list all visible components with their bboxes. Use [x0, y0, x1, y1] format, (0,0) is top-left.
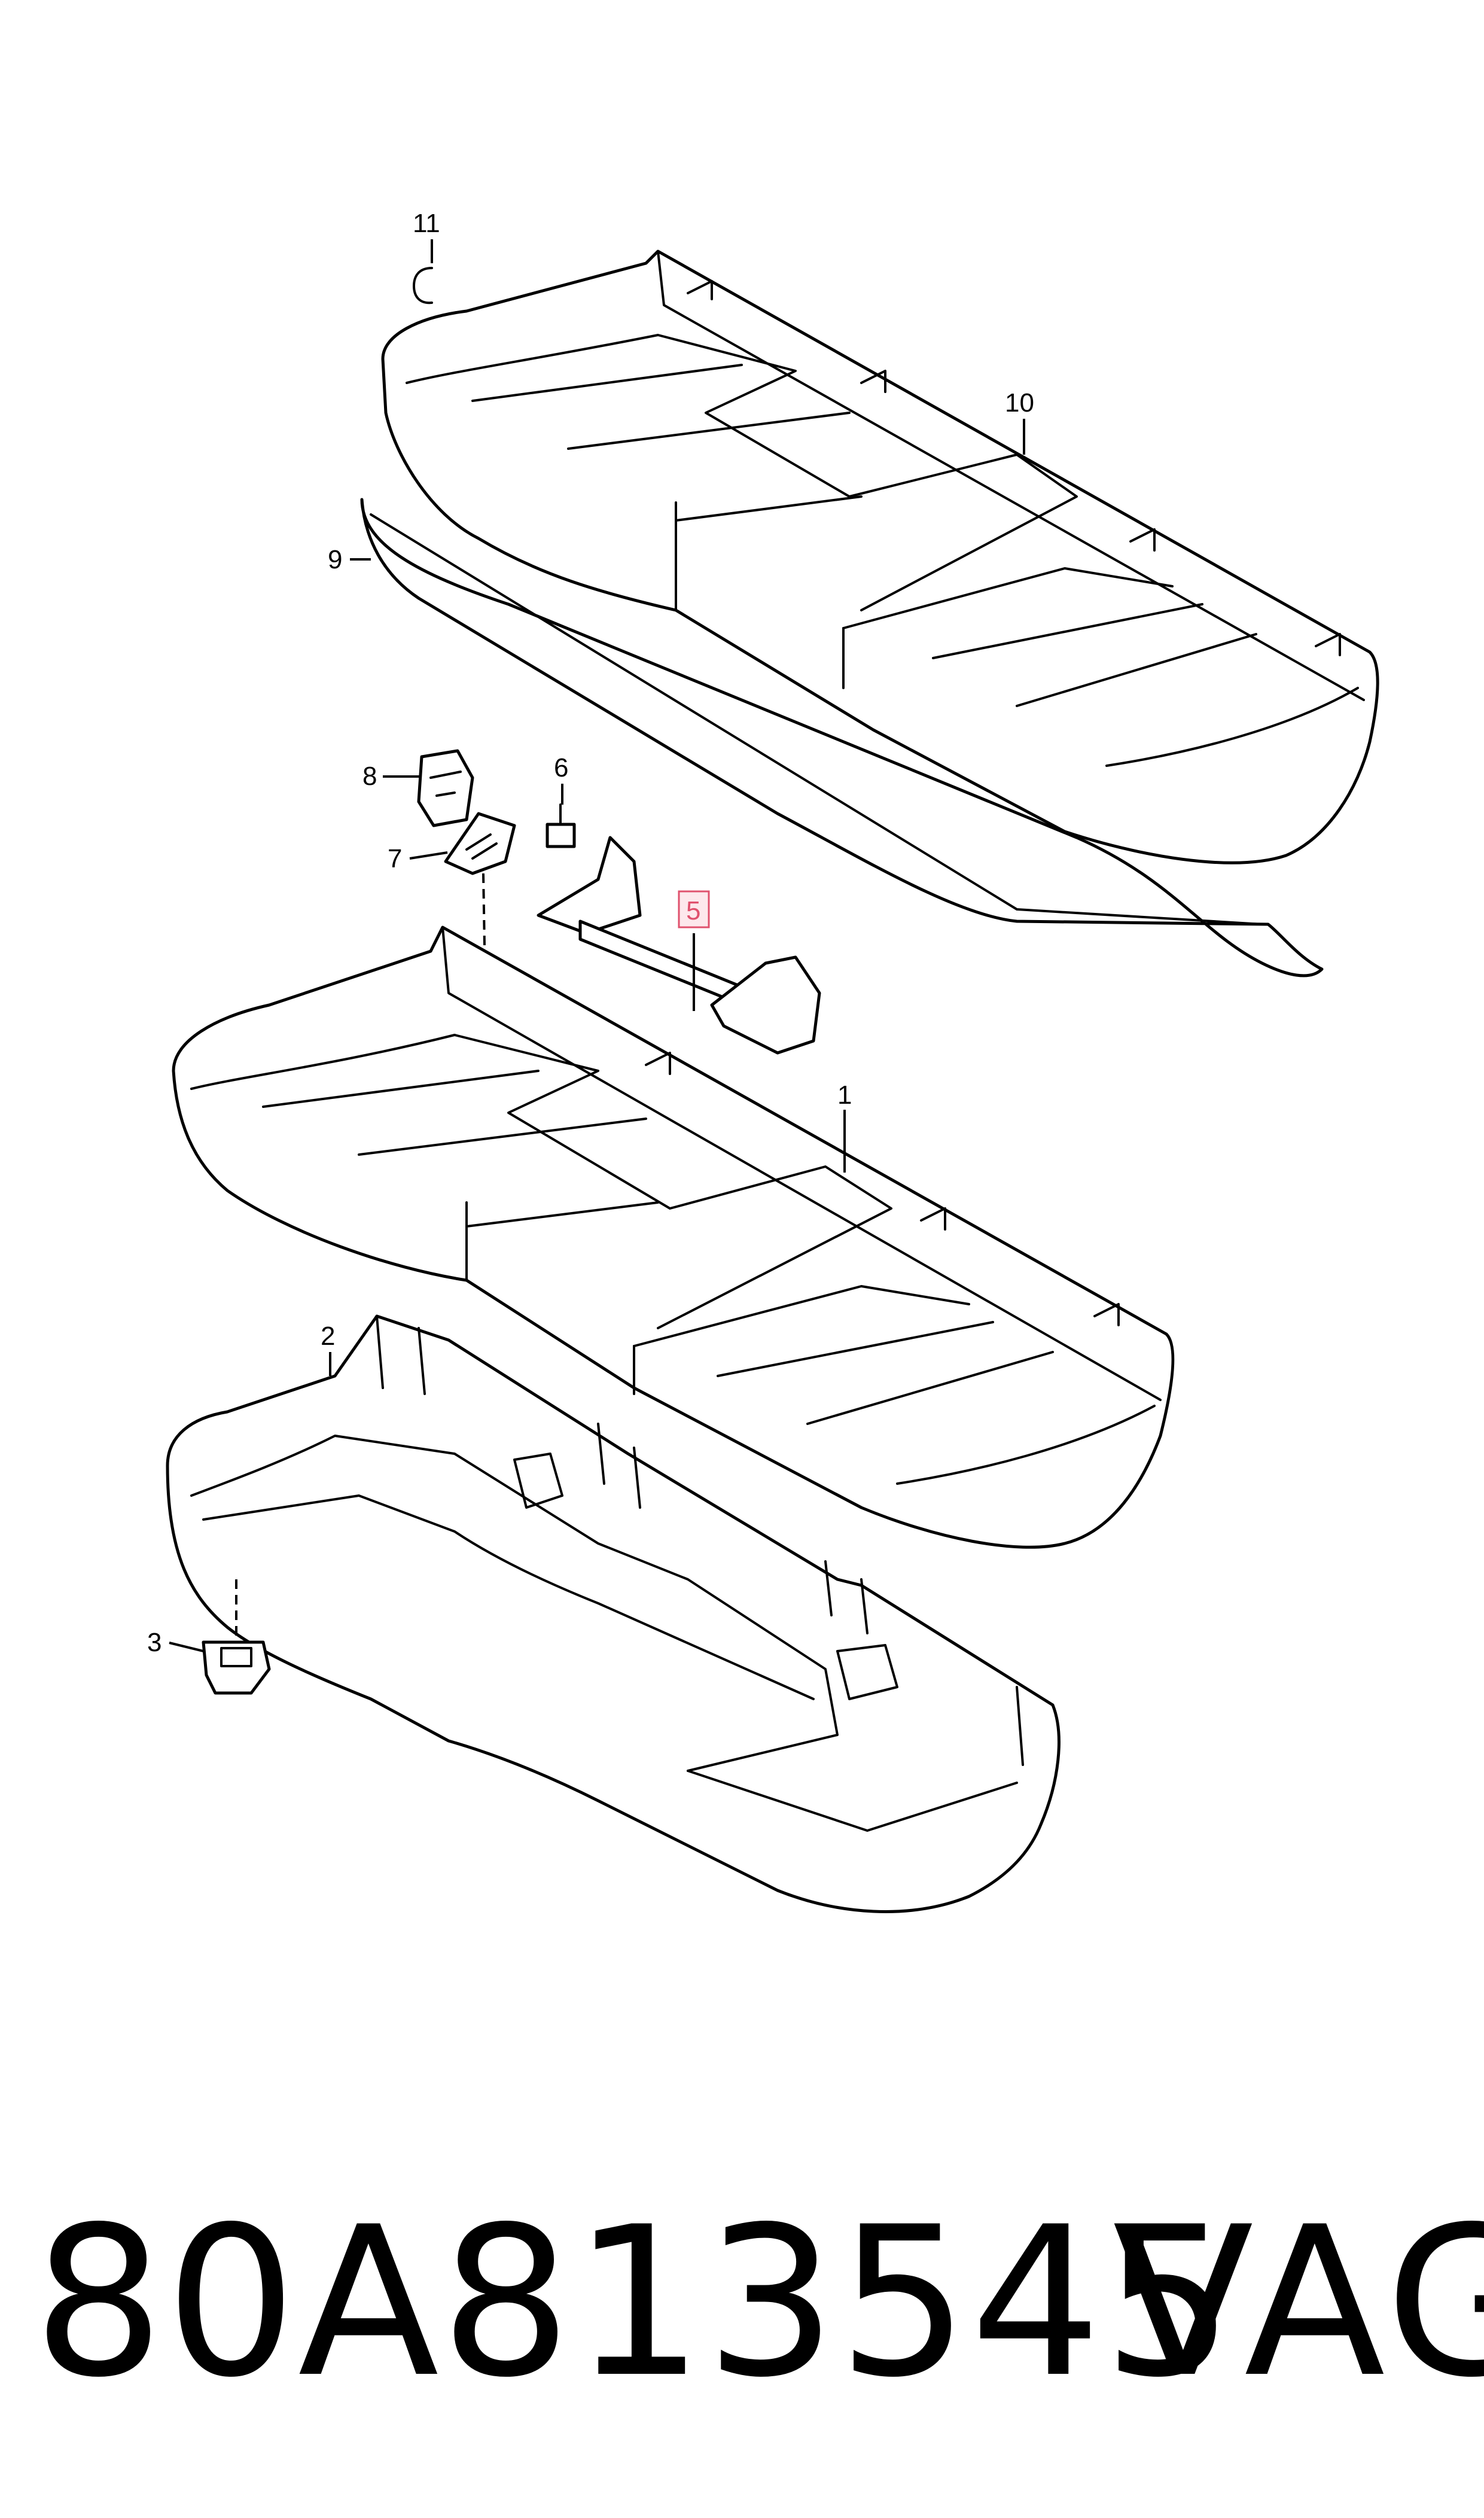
latch-cover-part-7 [444, 812, 516, 875]
seat-bracket-part-5 [537, 836, 821, 1055]
backrest-cushion-part-10 [381, 249, 1379, 864]
screw-part-6 [546, 803, 576, 848]
clip-part-3 [202, 1640, 271, 1695]
trim-strip-part-9 [360, 498, 1324, 978]
part-number: 80A813545 [33, 2183, 1236, 2423]
callout-1: 1 [837, 1080, 852, 1110]
leader-line-3 [169, 1642, 204, 1652]
callout-2: 2 [321, 1322, 335, 1351]
callout-5: 5 [686, 896, 700, 925]
callout-10: 10 [1005, 388, 1034, 418]
footer: 80A813545 VAG [0, 2178, 1484, 2429]
callout-6: 6 [554, 753, 568, 783]
callout-8: 8 [362, 762, 377, 791]
clip-part-11 [413, 267, 433, 305]
exploded-parts-diagram: 11 10 9 8 7 6 5 1 2 3 [147, 209, 1379, 1913]
callout-9: 9 [328, 545, 342, 574]
bracket-part-8 [417, 749, 474, 827]
assembly-line-7 [482, 873, 486, 946]
callout-7: 7 [388, 844, 402, 873]
leader-line-7 [409, 851, 448, 860]
seat-cushion-part-1 [172, 925, 1175, 1549]
callout-11: 11 [413, 209, 440, 238]
callout-5-highlight-box [678, 890, 710, 928]
callout-3: 3 [147, 1628, 161, 1657]
brand-name: VAG [1113, 2183, 1484, 2423]
